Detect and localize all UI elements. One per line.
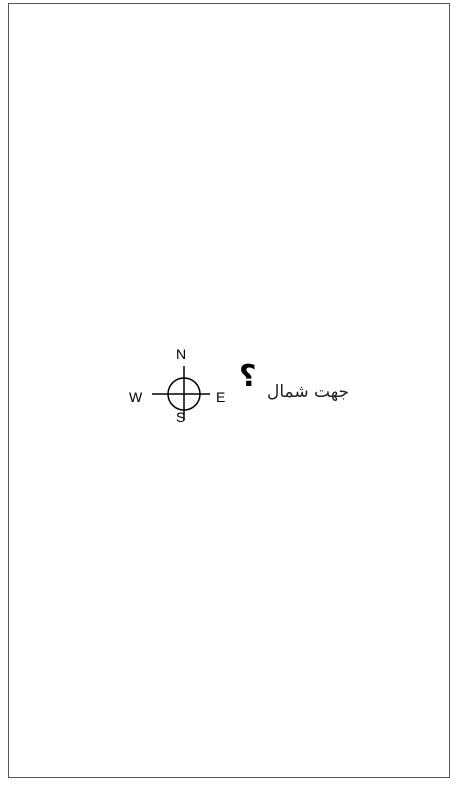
compass-label-west: W	[129, 389, 143, 405]
question-mark-icon: ؟	[239, 359, 257, 394]
compass-label-north: N	[176, 346, 187, 362]
compass-rose: N S W E	[119, 344, 229, 434]
compass-label-east: E	[216, 389, 226, 405]
north-direction-label: جهت شمال	[267, 382, 350, 402]
compass-label-south: S	[176, 409, 186, 425]
diagram-frame: N S W E ؟ جهت شمال	[8, 3, 450, 778]
compass-crosshair-icon	[152, 366, 210, 420]
